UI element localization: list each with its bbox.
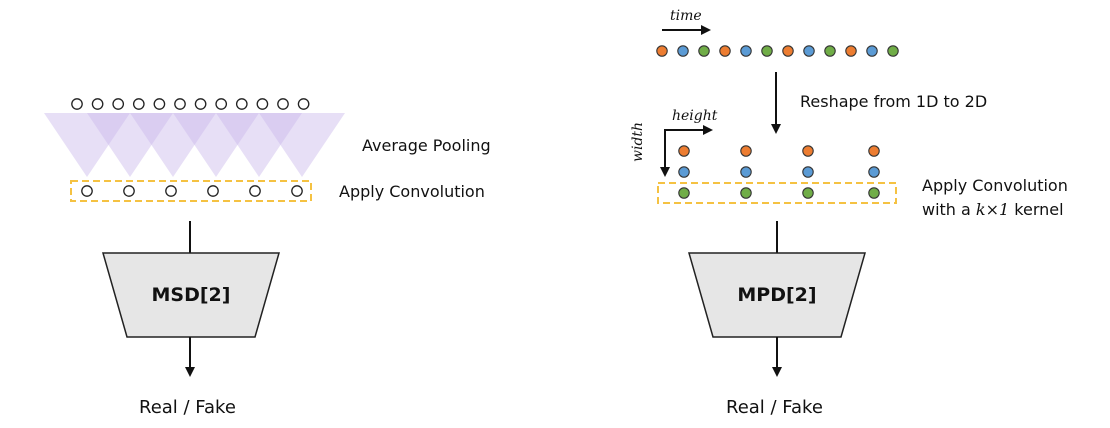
input-sample [235, 98, 248, 110]
input-sample [194, 98, 207, 110]
sequence-sample [782, 45, 794, 57]
pooling-window [259, 113, 345, 177]
sequence-sample [677, 45, 689, 57]
msd-conv-dashed-box [70, 180, 312, 202]
mpd-kernel-label: with a k×1 kernel [922, 200, 1064, 219]
pooling-triangles [44, 113, 345, 177]
pooled-sample [81, 185, 93, 197]
reshape-label: Reshape from 1D to 2D [800, 92, 988, 111]
grid-sample [802, 187, 814, 199]
msd-apply-convolution-label: Apply Convolution [339, 182, 485, 201]
sequence-1d [656, 45, 899, 57]
sequence-sample [656, 45, 668, 57]
pooling-window [173, 113, 259, 177]
sequence-sample [740, 45, 752, 57]
msd-pooled-circles [81, 185, 303, 197]
sequence-sample [719, 45, 731, 57]
sequence-sample [845, 45, 857, 57]
sequence-sample [698, 45, 710, 57]
grid-sample [802, 145, 814, 157]
mpd-output-label: Real / Fake [726, 397, 823, 418]
width-label: width [630, 121, 646, 162]
sequence-sample [761, 45, 773, 57]
input-sample [215, 98, 228, 110]
mpd-apply-convolution-label: Apply Convolution [922, 176, 1068, 195]
mpd-conv-dashed-box [657, 182, 897, 204]
input-sample [174, 98, 186, 110]
kernel-size: k×1 [975, 200, 1010, 219]
pooled-sample [249, 185, 261, 197]
mpd-box-label: MPD[2] [737, 284, 817, 306]
sequence-sample [887, 45, 899, 57]
grid-sample [868, 166, 880, 178]
msd-box-label: MSD[2] [151, 284, 231, 306]
input-sample [112, 98, 125, 110]
input-sample [277, 98, 289, 110]
input-sample [91, 98, 104, 110]
pooled-sample [123, 185, 135, 197]
kernel-prefix: with a [922, 200, 976, 219]
msd-input-circles [71, 98, 310, 110]
grid-sample [868, 145, 880, 157]
sequence-sample [866, 45, 878, 57]
grid-sample [868, 187, 880, 199]
pooled-sample [207, 185, 219, 197]
grid-sample [802, 166, 814, 178]
grid-sample [678, 187, 690, 199]
input-sample [132, 98, 145, 110]
input-sample [71, 98, 83, 110]
grid-sample [740, 145, 752, 157]
msd-output-label: Real / Fake [139, 397, 236, 418]
input-sample [153, 98, 166, 110]
grid-2d [678, 145, 880, 199]
pooled-sample [291, 185, 303, 197]
pooled-sample [165, 185, 177, 197]
msd-box [102, 252, 280, 338]
grid-sample [678, 166, 690, 178]
input-sample [297, 98, 310, 110]
sequence-sample [824, 45, 836, 57]
height-label: height [672, 108, 718, 124]
kernel-suffix: kernel [1009, 200, 1064, 219]
mpd-box [688, 252, 866, 338]
time-label: time [670, 8, 702, 24]
pooling-window [44, 113, 130, 177]
pooling-window [216, 113, 302, 177]
pooling-window [87, 113, 173, 177]
sequence-sample [803, 45, 815, 57]
pooling-window [130, 113, 216, 177]
input-sample [256, 98, 269, 110]
grid-sample [740, 187, 752, 199]
average-pooling-label: Average Pooling [362, 136, 491, 155]
grid-sample [678, 145, 690, 157]
grid-sample [740, 166, 752, 178]
